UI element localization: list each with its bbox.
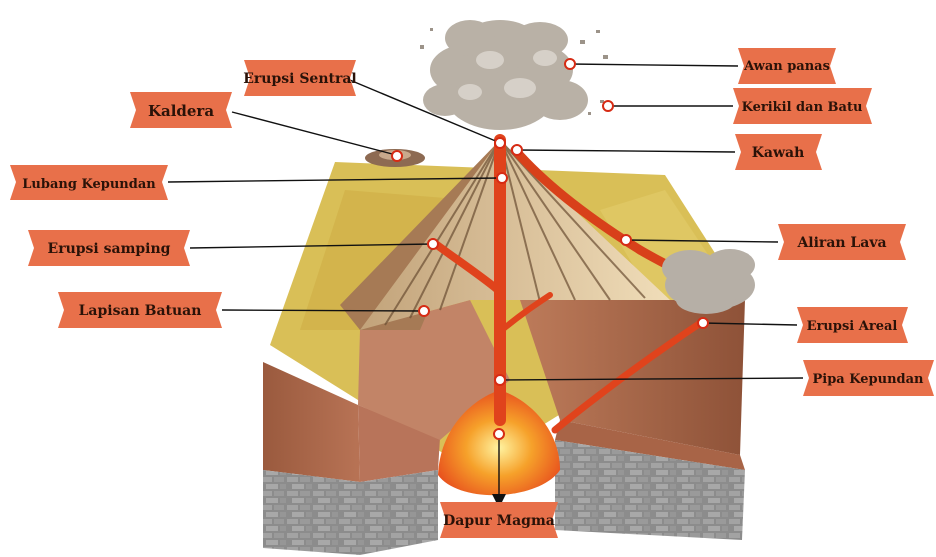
marker-kawah [512,145,522,155]
label-lapisan-batuan: Lapisan Batuan [79,303,202,319]
marker-kaldera [392,151,402,161]
marker-kerikil-batu [603,101,613,111]
label-erupsi-areal: Erupsi Areal [807,319,898,334]
left-rock-layer-2 [360,470,438,555]
marker-erupsi-sentral [495,138,505,148]
marker-aliran-lava [621,235,631,245]
label-pipa-kepundan: Pipa Kepundan [813,372,925,387]
label-kawah: Kawah [752,145,805,161]
label-awan-panas: Awan panas [743,59,830,74]
label-dapur-magma: Dapur Magma [443,513,555,529]
ash-cloud-main [423,20,588,130]
label-erupsi-sentral: Erupsi Sentral [243,71,357,87]
label-kaldera: Kaldera [148,102,214,120]
label-kerikil-batu: Kerikil dan Batu [742,100,863,115]
marker-awan-panas [565,59,575,69]
label-aliran-lava: Aliran Lava [796,235,886,251]
marker-lubang-kepundan [497,173,507,183]
marker-pipa-kepundan [495,375,505,385]
marker-lapisan-batuan [419,306,429,316]
label-lubang-kepundan: Lubang Kepundan [22,177,156,192]
marker-dapur-magma [494,429,504,439]
left-rock-layer [263,470,360,555]
label-erupsi-samping: Erupsi samping [48,241,171,257]
marker-erupsi-samping [428,239,438,249]
marker-erupsi-areal [698,318,708,328]
